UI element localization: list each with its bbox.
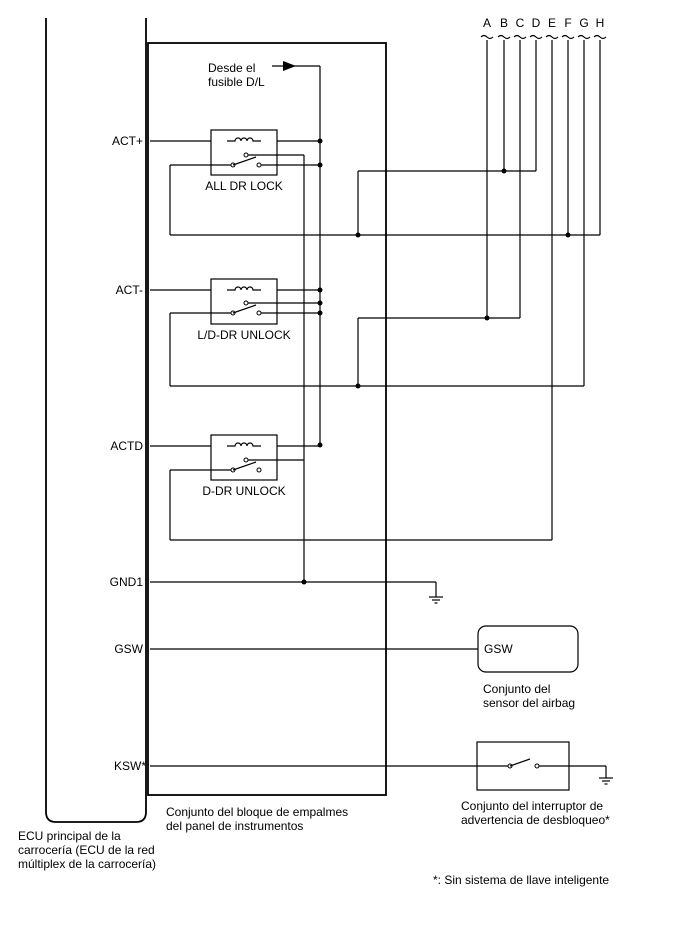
fuse-arrow-icon xyxy=(283,61,296,71)
connector-letter-c: C xyxy=(516,16,525,30)
wire-break-marks xyxy=(480,34,607,40)
relay-label-all-dr-lock: ALL DR LOCK xyxy=(205,179,283,193)
junction-block-caption-line1: Conjunto del bloque de empalmes xyxy=(166,805,348,819)
ecu-caption-line3: múltiplex de la carrocería) xyxy=(18,857,156,871)
fuse-label-line2: fusible D/L xyxy=(208,75,265,89)
unlock-warning-switch-caption-line2: advertencia de desbloqueo* xyxy=(461,813,610,827)
terminal-gnd1: GND1 xyxy=(110,575,144,589)
unlock-warning-switch-caption-line1: Conjunto del interruptor de xyxy=(461,799,603,813)
ground-symbol-icon xyxy=(429,596,443,604)
terminal-gsw: GSW xyxy=(114,642,143,656)
airbag-sensor-terminal: GSW xyxy=(484,642,513,656)
airbag-sensor-caption-line1: Conjunto del xyxy=(483,682,550,696)
connector-letter-e: E xyxy=(548,16,556,30)
terminal-act-plus: ACT+ xyxy=(112,134,143,148)
connector-letter-f: F xyxy=(564,16,571,30)
relay-label-ld-dr-unlock: L/D-DR UNLOCK xyxy=(197,328,290,342)
airbag-sensor-caption-line2: sensor del airbag xyxy=(483,696,575,710)
airbag-sensor-box xyxy=(477,625,579,673)
connector-letter-h: H xyxy=(596,16,605,30)
junction-block-outline xyxy=(147,42,387,796)
ecu-caption-line2: carrocería (ECU de la red xyxy=(18,843,155,857)
junction-block-caption-line2: del panel de instrumentos xyxy=(166,819,303,833)
connector-letter-a: A xyxy=(483,16,491,30)
connector-letter-d: D xyxy=(532,16,541,30)
connector-letters: A B C D E F G H xyxy=(483,16,604,30)
terminal-actd: ACTD xyxy=(110,439,143,453)
terminal-ksw: KSW* xyxy=(114,759,146,773)
relay-label-d-dr-unlock: D-DR UNLOCK xyxy=(202,484,285,498)
relay-ld-dr-unlock xyxy=(210,278,278,325)
footnote: *: Sin sistema de llave inteligente xyxy=(433,873,609,887)
terminal-act-minus: ACT- xyxy=(116,283,143,297)
ground-symbol-icon xyxy=(599,777,613,785)
relay-d-dr-unlock xyxy=(210,434,278,481)
connector-wires xyxy=(486,40,601,540)
relay-all-dr-lock xyxy=(210,129,278,176)
ecu-caption-line1: ECU principal de la xyxy=(18,829,121,843)
connector-letter-g: G xyxy=(579,16,588,30)
ecu-outline xyxy=(45,18,147,823)
junction-dots xyxy=(301,138,571,585)
connector-letter-b: B xyxy=(500,16,508,30)
fuse-label-line1: Desde el xyxy=(208,61,255,75)
